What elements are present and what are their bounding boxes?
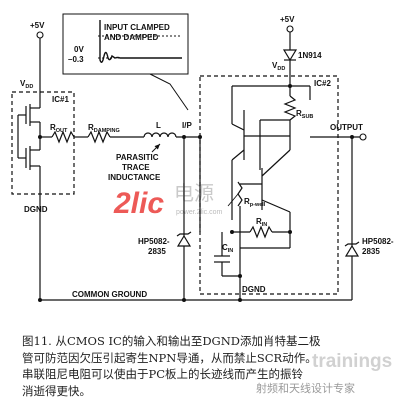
watermark-url: power.2lic.com — [176, 209, 222, 216]
parasitic-label-1: PARASITIC — [116, 153, 159, 162]
output-label: OUTPUT — [330, 123, 363, 132]
rin-label: RIN — [256, 217, 267, 228]
ic1-label: IC#1 — [52, 95, 69, 104]
vdd-right-label: VDD — [272, 61, 285, 72]
vcc-right-terminal — [286, 25, 294, 33]
labels: +5V +5V VDD VDD IC#1 IC#2 ROUT RDAMPING … — [20, 15, 394, 299]
vdd-left-label: VDD — [20, 79, 33, 90]
diode-1n914-label: 1N914 — [298, 51, 322, 60]
hp-right-label-1: HP5082- — [362, 237, 394, 246]
common-ground-label: COMMON GROUND — [72, 290, 147, 299]
hp-left-label-2: 2835 — [148, 247, 166, 256]
rdamping-label: RDAMPING — [88, 123, 120, 134]
watermark-site-cn: 射频和天线设计专家 — [256, 381, 355, 395]
rpwell-label: Rp-well — [244, 197, 266, 208]
ip-label: I/P — [182, 121, 192, 130]
ic2-label: IC#2 — [314, 79, 331, 88]
inset-title-1: INPUT CLAMPED — [104, 23, 170, 32]
cin-label: CIN — [222, 243, 233, 254]
waveform-inset — [62, 13, 189, 75]
watermark-bottom: trainings 射频和天线设计专家 — [256, 351, 392, 395]
parasitic-label-2: TRACE — [122, 163, 150, 172]
dgnd-right-label: DGND — [242, 285, 266, 294]
inset-title-2: AND DAMPED — [104, 33, 158, 42]
output-terminal — [359, 133, 367, 141]
inset-0v-label: 0V — [74, 45, 84, 54]
vcc-right-label: +5V — [280, 15, 295, 24]
ic2-box — [199, 75, 339, 295]
watermark-cn: 电源 — [174, 181, 214, 205]
wires — [11, 13, 360, 301]
inductor-label: L — [156, 121, 161, 130]
parasitic-label-3: INDUCTANCE — [108, 173, 161, 182]
caption-line: 串联阻尼电阻可以使由于PC板上的长迹线而产生的振铃 — [22, 367, 304, 381]
ic1-box — [11, 91, 75, 195]
caption-line: 图11. 从CMOS IC的输入和输出至DGND添加肖特基二极 — [22, 334, 321, 348]
hp-right-label-2: 2835 — [362, 247, 380, 256]
vcc-left-terminal — [36, 31, 44, 39]
figure-caption: 图11. 从CMOS IC的输入和输出至DGND添加肖特基二极 管可防范因欠压引… — [22, 333, 394, 399]
hp-left-label-1: HP5082- — [138, 237, 170, 246]
watermark: 2lic 电源 power.2lic.com — [113, 181, 222, 220]
junction-dots — [38, 84, 354, 302]
dgnd-left-label: DGND — [24, 205, 48, 214]
watermark-site-en: trainings — [312, 351, 392, 372]
vcc-left-label: +5V — [30, 21, 45, 30]
inset-neg-label: –0.3 — [68, 55, 84, 64]
rout-label: ROUT — [50, 123, 68, 134]
caption-line: 消逝得更快。 — [22, 383, 91, 398]
caption-line: 管可防范因欠压引起寄生NPN导通，从而禁止SCR动作。 — [22, 350, 317, 365]
rsub-label: RSUB — [296, 109, 313, 120]
watermark-logo: 2lic — [113, 187, 164, 220]
